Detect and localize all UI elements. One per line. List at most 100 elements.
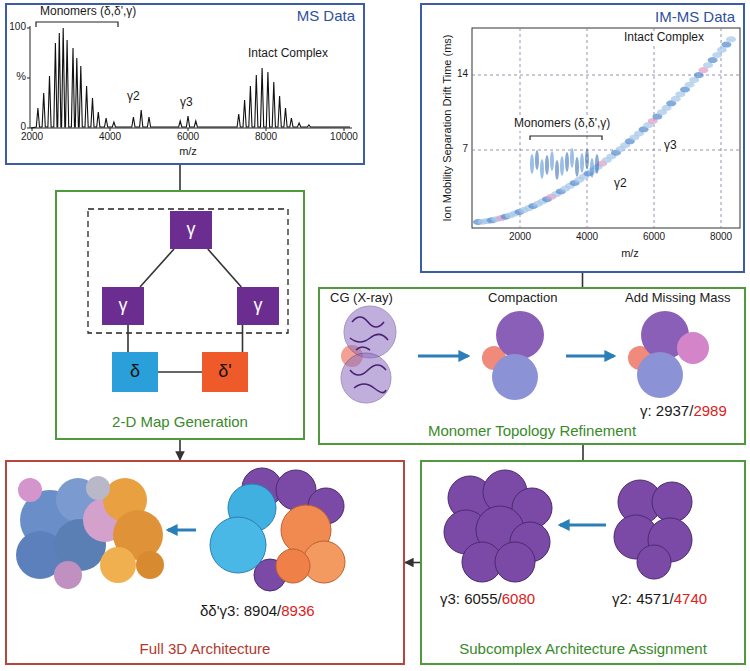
step-panel: Subcomplex Architecture Assignment (420, 460, 746, 665)
compact-model (482, 311, 544, 400)
annotation: 6000 (177, 131, 199, 143)
step-panel: Monomer Topology Refinement (318, 287, 746, 445)
gamma3-model (444, 470, 552, 582)
annotation: γ3: 6055/ (440, 590, 502, 607)
subunit-box: γ (170, 211, 212, 249)
annotation: Intact Complex (622, 31, 706, 45)
annotation: 100 (9, 21, 26, 33)
step-arrow (566, 355, 614, 358)
drift-signal (726, 36, 736, 42)
annotation: 2000 (509, 231, 531, 243)
drift-signal (530, 154, 534, 174)
mass-value: 2989 (693, 402, 726, 419)
panel-title: Full 3D Architecture (140, 640, 271, 657)
subunit-label: γ (119, 296, 128, 316)
result-panel: Full 3D Architecture (5, 460, 405, 665)
connector (242, 325, 244, 352)
subunit-box: δ (112, 352, 158, 392)
drift-signal (585, 149, 589, 169)
annotation: 6000 (643, 231, 665, 243)
annotation: 8000 (255, 131, 277, 143)
subunit-label: δ (130, 362, 140, 382)
spectrum-trace (31, 28, 350, 128)
annotation: Intact Complex (248, 47, 328, 61)
mass-value: 6080 (502, 590, 535, 607)
annotation: m/z (179, 145, 197, 158)
annotation: 2000 (21, 131, 43, 143)
connector (208, 249, 242, 287)
imms-axes (472, 28, 740, 228)
drift-signal (712, 52, 722, 58)
annotation: γ2 (127, 90, 140, 104)
annotation: % (16, 70, 26, 83)
panel-title: Subcomplex Architecture Assignment (459, 640, 707, 657)
subunit-box: γ (237, 287, 279, 325)
dashed-group (88, 209, 288, 333)
step-panel: 2-D Map Generation γ γ γ δ δ' (55, 190, 305, 440)
annotation: Ion Mobility Separation Drift Time (ms) (441, 34, 454, 221)
annotation: Compaction (488, 291, 557, 306)
drift-signal (555, 160, 559, 180)
annotation: 10000 (330, 131, 358, 143)
panel-title: Monomer Topology Refinement (428, 422, 636, 439)
drift-signal (550, 151, 554, 171)
step-arrow (560, 524, 606, 527)
panel-title: 2-D Map Generation (112, 413, 248, 430)
sphere-model (210, 468, 345, 591)
drift-signal (595, 154, 599, 174)
annotation: 14 (457, 68, 468, 80)
drift-signal (703, 62, 713, 68)
annotation: 4000 (99, 131, 121, 143)
drift-signal (540, 159, 544, 179)
mass-value: 4740 (674, 590, 707, 607)
gamma2-model (614, 480, 692, 579)
subunit-box: γ (102, 287, 144, 325)
drift-signal (717, 47, 727, 53)
step-arrow (418, 355, 468, 358)
subunit-label: γ (187, 220, 196, 240)
subunit-label: δ' (218, 362, 231, 382)
subunit-label: γ (254, 296, 263, 316)
annotation: 0 (20, 121, 26, 133)
drift-signal (590, 158, 594, 178)
imms-heatmap (473, 36, 736, 225)
drift-signal (560, 156, 564, 176)
annotation: γ3 (180, 96, 193, 110)
full-monomer-model (628, 311, 709, 398)
drift-signal (708, 57, 718, 63)
drift-signal (535, 150, 539, 170)
annotation: Add Missing Mass (625, 291, 730, 306)
annotation: 8000 (710, 231, 732, 243)
drift-signal (545, 155, 549, 175)
step-arrow (168, 529, 196, 532)
cg-model (341, 306, 396, 403)
ms-axes (27, 22, 352, 131)
annotation: γ2 (612, 177, 629, 191)
annotation: γ: 2937/ (640, 402, 693, 419)
connector (179, 165, 181, 190)
annotation: Monomers (δ,δ',γ) (40, 5, 136, 19)
connector (405, 562, 420, 564)
drift-signal (580, 153, 584, 173)
panel-title: MS Data (297, 7, 355, 24)
annotation: m/z (621, 247, 639, 260)
annotation: Monomers (δ,δ',γ) (512, 117, 612, 131)
connector (582, 445, 584, 460)
annotation: γ2: 4571/ (612, 590, 674, 607)
panel-title: IM-MS Data (655, 8, 735, 25)
connector (582, 273, 584, 287)
drift-signal (721, 42, 731, 48)
connector (158, 371, 202, 373)
connector (140, 249, 174, 287)
drift-signal (570, 148, 574, 168)
mass-value: 8936 (281, 602, 314, 619)
annotation: γ3 (662, 139, 679, 153)
connector (127, 325, 129, 352)
drift-signal (565, 152, 569, 172)
annotation: 7 (462, 143, 468, 155)
annotation: δδ'γ3: 8904/ (200, 602, 281, 619)
annotation: 4000 (576, 231, 598, 243)
subunit-box: δ' (202, 352, 248, 392)
